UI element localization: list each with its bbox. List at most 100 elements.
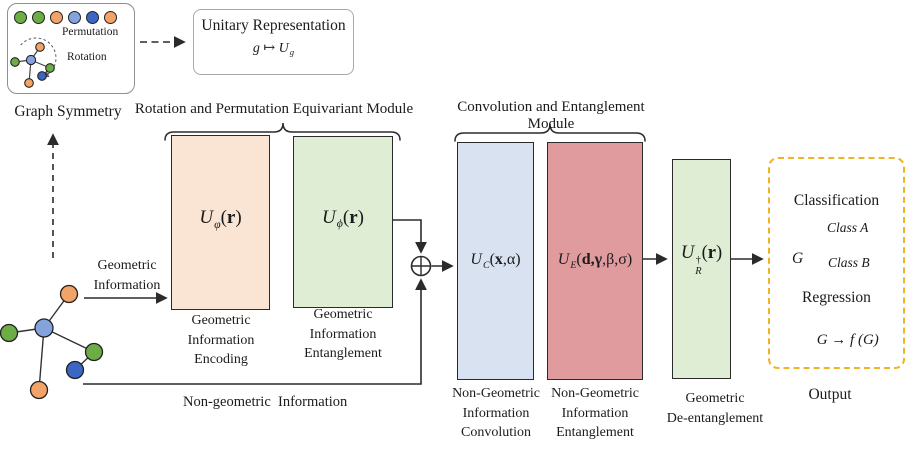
orange-dot-icon xyxy=(50,11,63,24)
entangler1-formula: Uϕ(r) xyxy=(322,207,364,237)
class-a-label: Class A xyxy=(827,220,869,235)
geometric-info-label: Geometric Information xyxy=(84,256,170,295)
regression-title: Regression xyxy=(802,289,871,306)
unitary-title: Unitary Representation xyxy=(201,17,346,34)
geometric-entanglement-box: Uϕ(r) xyxy=(293,136,393,308)
non-geometric-info-label: Non-geometric Information xyxy=(183,394,348,410)
caption-line: Information xyxy=(309,326,377,342)
formula-arg: x xyxy=(494,251,503,269)
conv-module-title: Convolution and Entanglement Module xyxy=(457,99,645,132)
caption-line: Entanglement xyxy=(304,346,382,361)
unitary-formula: g ↦ Ug xyxy=(194,40,353,57)
graph-symmetry-panel: Permutation Rotation xyxy=(7,3,135,94)
caption-line: Encoding xyxy=(194,352,248,367)
graph-node-orange xyxy=(29,380,49,400)
caption-line: Geometric xyxy=(685,391,745,406)
caption-line: Geometric xyxy=(313,307,373,322)
permutation-label: Permutation xyxy=(62,26,119,38)
formula-rest: ,β,σ) xyxy=(602,251,633,269)
dagger-symbol: † xyxy=(695,254,701,266)
formula-arg: r xyxy=(226,207,236,229)
formula-base: U xyxy=(199,207,214,229)
graph-node-green xyxy=(0,323,19,343)
entangler-to-sum-arrow xyxy=(393,219,427,254)
caption-line: Information xyxy=(561,405,629,421)
formula-base: U xyxy=(680,242,695,263)
formula-G: G xyxy=(816,332,828,348)
paren: ) xyxy=(235,207,242,229)
oplus-icon xyxy=(410,255,432,277)
entangler1-caption: Geometric Information Entanglement xyxy=(287,305,399,364)
non-geometric-entanglement-box: UE(d,γ,β,σ) xyxy=(547,142,643,380)
formula-sub: R xyxy=(695,265,702,277)
formula-sub-g: g xyxy=(289,47,295,58)
entangler2-formula: UE(d,γ,β,σ) xyxy=(558,251,632,270)
paren: ( xyxy=(701,242,708,263)
paren: ) xyxy=(715,242,723,263)
caption-line: De-entanglement xyxy=(666,410,764,426)
caption-line: Information xyxy=(462,405,530,421)
graph-node-orange xyxy=(59,284,79,304)
orange-dot-icon xyxy=(104,11,117,24)
graph-symbol: G xyxy=(792,250,804,267)
formula-sub: C xyxy=(482,259,490,271)
non-geometric-convolution-box: UC(x,α) xyxy=(457,142,534,380)
formula-sub: ϕ xyxy=(336,217,343,231)
formula-base: U xyxy=(470,251,482,269)
detangler-formula: U†R(r) xyxy=(681,243,722,296)
graph-node-green xyxy=(84,342,104,362)
formula-base: U xyxy=(557,251,570,269)
paren: ( xyxy=(489,251,495,269)
output-caption: Output xyxy=(808,386,852,403)
formula-supsub: †R xyxy=(695,254,702,278)
caption-line: Geometric xyxy=(191,313,251,328)
formula-sub: E xyxy=(570,259,577,271)
formula-arg: r xyxy=(707,242,716,263)
class-b-label: Class B xyxy=(828,255,870,270)
geometric-detanglement-box: U†R(r) xyxy=(672,159,731,379)
paren: ( xyxy=(576,251,582,269)
formula-U: U xyxy=(278,41,289,56)
convolution-formula: UC(x,α) xyxy=(470,251,520,270)
caption-line: Information xyxy=(93,277,161,293)
formula-base: U xyxy=(322,206,336,228)
regression-formula: G → f (G) xyxy=(770,315,903,366)
mapsto-symbol: ↦ xyxy=(259,41,279,56)
caption-line: Convolution xyxy=(460,425,531,440)
convolution-caption: Non-Geometric Information Convolution xyxy=(439,384,553,443)
green-dot-icon xyxy=(32,11,45,24)
caption-line: Non-Geometric xyxy=(452,386,540,401)
encoder-formula: Uφ(r) xyxy=(199,207,241,237)
arrow-symbol: → xyxy=(827,332,851,348)
formula-rest: ,α) xyxy=(502,251,521,269)
classification-title: Classification xyxy=(793,192,880,209)
paren: ) xyxy=(357,206,364,228)
formula-sub: φ xyxy=(214,217,221,231)
detangler-caption: Geometric De-entanglement xyxy=(655,389,775,428)
unitary-representation-box: Unitary Representation g ↦ Ug xyxy=(193,9,354,75)
formula-arg: d,γ xyxy=(581,251,603,269)
caption-line: Information xyxy=(187,332,255,348)
graph-node-lightblue xyxy=(34,318,54,338)
formula-arg: r xyxy=(349,206,358,228)
symmetry-dots xyxy=(14,11,117,24)
input-graph xyxy=(0,284,104,400)
output-box: Classification Class A G Class B Regress… xyxy=(768,157,905,369)
graph-symmetry-caption: Graph Symmetry xyxy=(14,103,122,120)
caption-line: Entanglement xyxy=(556,425,634,440)
graph-node-darkblue xyxy=(65,360,85,380)
encoder-caption: Geometric Information Encoding xyxy=(165,311,277,370)
darkblue-dot-icon xyxy=(86,11,99,24)
formula-fG: f (G) xyxy=(850,332,879,348)
paren: ( xyxy=(342,206,350,228)
caption-line: Non-Geometric xyxy=(551,386,639,401)
equivariant-module-title: Rotation and Permutation Equivariant Mod… xyxy=(134,101,414,117)
rotation-label: Rotation xyxy=(67,51,107,63)
entangler2-caption: Non-Geometric Information Entanglement xyxy=(538,384,652,443)
green-dot-icon xyxy=(14,11,27,24)
caption-line: Geometric xyxy=(97,258,157,273)
lightblue-dot-icon xyxy=(68,11,81,24)
geometric-encoding-box: Uφ(r) xyxy=(171,135,270,310)
paren: ( xyxy=(220,207,227,229)
